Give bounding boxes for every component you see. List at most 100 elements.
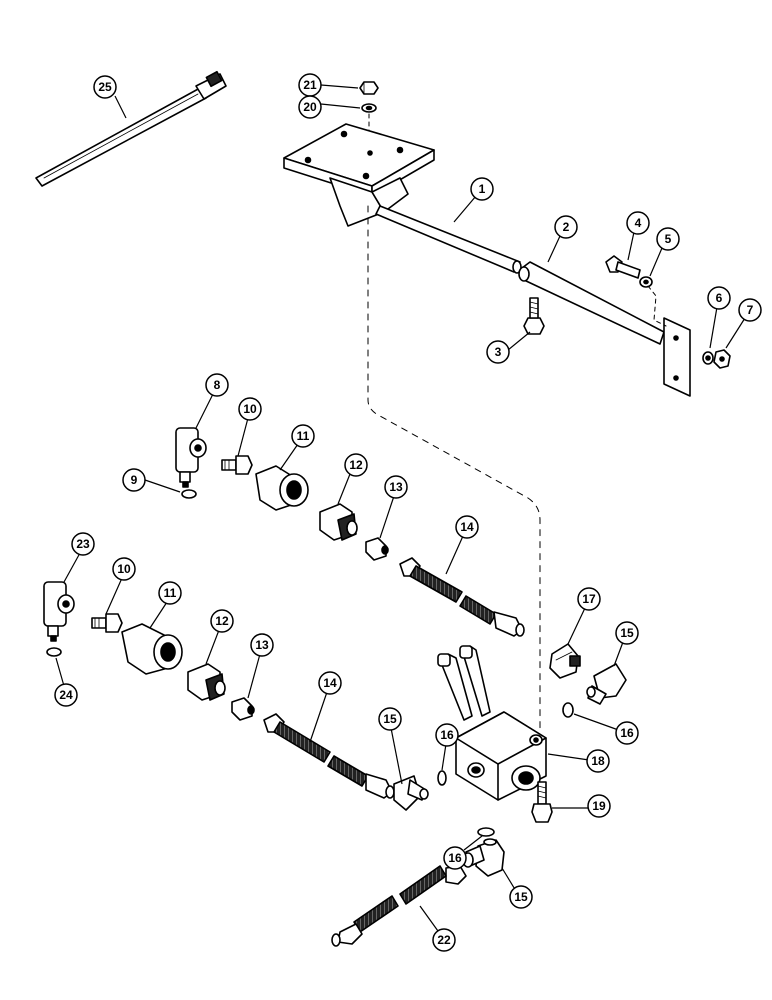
svg-text:10: 10 bbox=[243, 402, 257, 416]
bolt-part-19 bbox=[531, 781, 553, 823]
svg-text:10: 10 bbox=[117, 562, 131, 576]
callout-21: 21 bbox=[298, 73, 322, 97]
nut-part-21 bbox=[359, 81, 379, 95]
callout-10-upper: 10 bbox=[238, 397, 262, 421]
svg-text:16: 16 bbox=[440, 728, 454, 742]
coupler-part-11-upper bbox=[255, 465, 309, 511]
callout-2: 2 bbox=[554, 215, 578, 239]
svg-text:4: 4 bbox=[635, 216, 642, 230]
centerline-plate-to-valve bbox=[367, 205, 541, 731]
svg-text:15: 15 bbox=[514, 890, 528, 904]
svg-text:17: 17 bbox=[582, 592, 596, 606]
svg-text:25: 25 bbox=[98, 80, 112, 94]
svg-text:13: 13 bbox=[389, 480, 403, 494]
lock-washer-part-6 bbox=[702, 351, 714, 365]
o-ring-part-16-right bbox=[562, 702, 574, 718]
svg-text:19: 19 bbox=[592, 799, 606, 813]
fitting-part-12-upper bbox=[319, 503, 358, 541]
bolt-part-3 bbox=[523, 297, 545, 335]
plug-part-13-upper bbox=[365, 537, 389, 561]
svg-text:7: 7 bbox=[747, 303, 754, 317]
callout-12-upper: 12 bbox=[344, 453, 368, 477]
elbow-part-15-right bbox=[586, 663, 627, 705]
svg-text:23: 23 bbox=[76, 537, 90, 551]
cable-tie-part-25 bbox=[35, 70, 227, 187]
plug-part-13-lower bbox=[231, 697, 255, 721]
callout-15-bottom: 15 bbox=[509, 885, 533, 909]
svg-text:3: 3 bbox=[495, 345, 502, 359]
callout-11-lower: 11 bbox=[158, 581, 182, 605]
svg-text:15: 15 bbox=[383, 712, 397, 726]
control-valve-part-18 bbox=[437, 645, 547, 801]
callout-4: 4 bbox=[626, 211, 650, 235]
svg-text:16: 16 bbox=[620, 726, 634, 740]
callout-14-upper: 14 bbox=[455, 515, 479, 539]
svg-text:2: 2 bbox=[563, 220, 570, 234]
callout-20: 20 bbox=[298, 95, 322, 119]
bolt-part-4 bbox=[605, 255, 641, 279]
callout-10-lower: 10 bbox=[112, 557, 136, 581]
callout-19: 19 bbox=[587, 794, 611, 818]
callout-8: 8 bbox=[205, 373, 229, 397]
callout-17: 17 bbox=[577, 587, 601, 611]
svg-text:18: 18 bbox=[591, 754, 605, 768]
mounting-plate bbox=[283, 123, 435, 227]
callout-1: 1 bbox=[470, 177, 494, 201]
callout-23: 23 bbox=[71, 532, 95, 556]
o-ring-part-24 bbox=[46, 647, 62, 657]
callouts: 25 21 20 1 2 4 5 6 7 3 8 10 11 9 12 13 1… bbox=[54, 73, 762, 952]
svg-text:22: 22 bbox=[437, 933, 451, 947]
svg-text:12: 12 bbox=[215, 614, 229, 628]
tube-part-2 bbox=[518, 261, 691, 397]
svg-text:14: 14 bbox=[460, 520, 474, 534]
callout-5: 5 bbox=[656, 227, 680, 251]
callout-9: 9 bbox=[122, 468, 146, 492]
svg-text:13: 13 bbox=[255, 638, 269, 652]
svg-text:8: 8 bbox=[214, 378, 221, 392]
elbow-part-23 bbox=[43, 581, 75, 642]
callout-18: 18 bbox=[586, 749, 610, 773]
callout-22: 22 bbox=[432, 928, 456, 952]
fitting-part-17 bbox=[549, 643, 581, 679]
svg-text:24: 24 bbox=[59, 688, 73, 702]
elbow-part-8 bbox=[175, 427, 207, 488]
coupler-part-11-lower bbox=[121, 623, 183, 675]
svg-text:5: 5 bbox=[665, 232, 672, 246]
callout-15-left: 15 bbox=[378, 707, 402, 731]
nut-part-7 bbox=[713, 349, 731, 369]
svg-text:9: 9 bbox=[131, 473, 138, 487]
hose-part-14-upper bbox=[399, 557, 525, 637]
lock-washer-part-20 bbox=[361, 103, 377, 113]
elbow-part-15-left bbox=[393, 775, 429, 811]
callout-13-lower: 13 bbox=[250, 633, 274, 657]
svg-text:12: 12 bbox=[349, 458, 363, 472]
washer-part-5 bbox=[639, 276, 653, 288]
leader-lines bbox=[55, 84, 746, 939]
adapter-part-10-lower bbox=[91, 613, 123, 633]
adapter-part-10-upper bbox=[221, 455, 253, 475]
callout-15-right: 15 bbox=[615, 621, 639, 645]
rod-part-1 bbox=[375, 205, 522, 274]
svg-text:11: 11 bbox=[297, 429, 310, 443]
callout-6: 6 bbox=[707, 286, 731, 310]
callout-16-left: 16 bbox=[435, 723, 459, 747]
centerline-bolt-to-plate bbox=[647, 285, 667, 327]
parts-layer bbox=[35, 70, 731, 947]
elbow-part-15-bottom bbox=[462, 838, 505, 877]
svg-text:16: 16 bbox=[448, 851, 462, 865]
callout-11-upper: 11 bbox=[291, 424, 315, 448]
callout-13-upper: 13 bbox=[384, 475, 408, 499]
o-ring-part-16-bottom bbox=[477, 827, 495, 837]
callout-12-lower: 12 bbox=[210, 609, 234, 633]
svg-text:20: 20 bbox=[303, 100, 317, 114]
svg-text:15: 15 bbox=[620, 626, 634, 640]
callout-3: 3 bbox=[486, 340, 510, 364]
callout-25: 25 bbox=[93, 75, 117, 99]
callout-7: 7 bbox=[738, 298, 762, 322]
svg-text:14: 14 bbox=[323, 676, 337, 690]
callout-16-bottom: 16 bbox=[443, 846, 467, 870]
fitting-part-12-lower bbox=[187, 663, 226, 701]
callout-14-lower: 14 bbox=[318, 671, 342, 695]
o-ring-part-16-left bbox=[437, 770, 447, 786]
